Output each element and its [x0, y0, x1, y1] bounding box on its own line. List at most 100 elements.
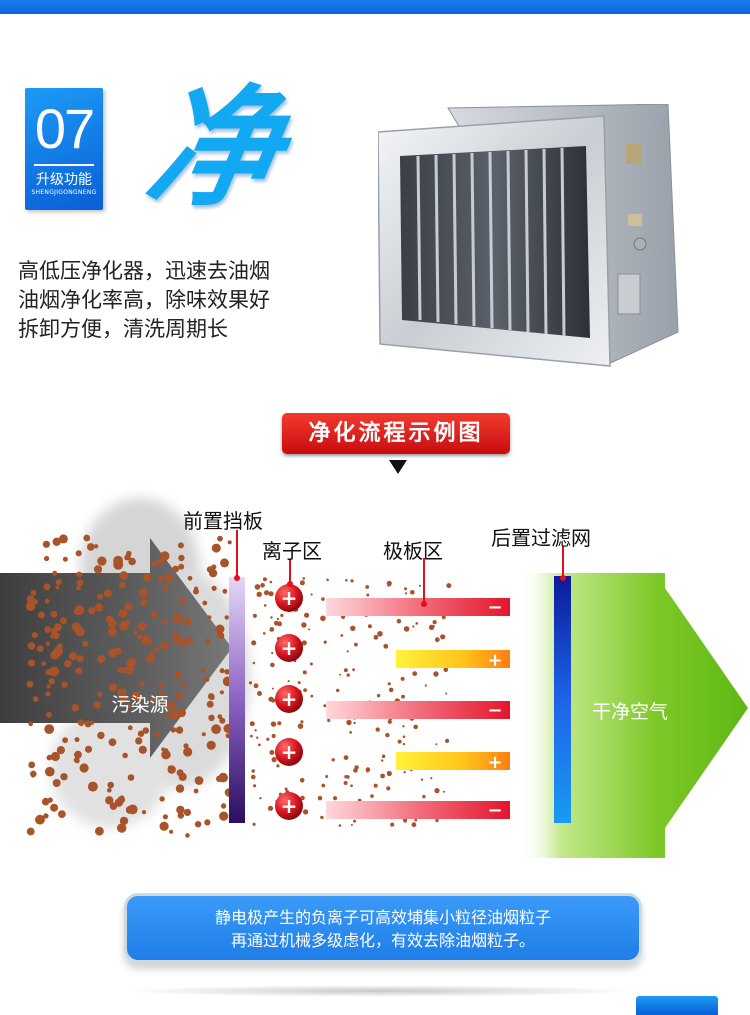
particle: [52, 570, 58, 576]
particle: [74, 737, 80, 743]
feature-number-badge: 07 升级功能 SHENGJIGONGNENG: [25, 88, 103, 210]
particle: [340, 634, 344, 637]
particle: [44, 555, 50, 562]
particle: [157, 576, 164, 582]
particle: [442, 790, 445, 793]
particle: [320, 615, 326, 622]
particle: [401, 694, 405, 699]
particle: [209, 694, 215, 701]
particle: [138, 588, 148, 598]
particle: [302, 670, 307, 675]
clean-air-label: 干净空气: [592, 701, 668, 723]
particle: [271, 651, 274, 655]
particle: [109, 683, 118, 692]
particle: [26, 680, 34, 688]
particle: [271, 757, 277, 763]
particle: [380, 773, 385, 779]
particle: [350, 784, 353, 787]
particle: [161, 619, 167, 625]
particle: [95, 826, 104, 836]
particle: [258, 743, 261, 747]
explanation-line: 静电极产生的负离子可高效埔集小粒径油烟粒子: [214, 908, 551, 927]
particle: [413, 724, 419, 730]
particle: [124, 603, 133, 611]
particle: [302, 809, 309, 815]
particle: [325, 775, 329, 778]
particle: [105, 615, 114, 624]
particle: [383, 643, 389, 649]
particle: [36, 645, 44, 653]
particle: [435, 818, 439, 823]
particle: [83, 534, 91, 542]
particle: [169, 829, 174, 834]
particle: [259, 797, 262, 800]
particle: [310, 694, 314, 698]
particle: [172, 565, 180, 573]
particle: [431, 624, 435, 628]
plus-sign: +: [281, 687, 298, 711]
particle: [179, 640, 186, 647]
particle: [42, 540, 51, 548]
particle: [432, 620, 437, 625]
particle: [403, 626, 410, 632]
particle: [45, 669, 52, 676]
particle: [349, 731, 352, 734]
particle: [412, 671, 418, 676]
particle: [175, 726, 184, 734]
particle: [120, 667, 127, 674]
particle: [140, 598, 148, 607]
particle: [30, 589, 37, 596]
particle: [365, 585, 370, 589]
particle: [224, 669, 230, 675]
particle: [336, 688, 340, 693]
particle: [151, 611, 158, 618]
ion-ball: [275, 685, 303, 713]
particle: [139, 681, 145, 687]
particle: [434, 637, 440, 643]
particle: [339, 673, 342, 676]
particle: [387, 582, 391, 587]
particle: [143, 573, 152, 582]
particle: [97, 593, 103, 600]
particle: [183, 617, 192, 626]
next-section-badge: [636, 996, 718, 1015]
particle: [250, 734, 253, 738]
particle: [352, 668, 355, 672]
particle: [388, 687, 394, 693]
particle: [300, 720, 304, 724]
particle: [175, 784, 185, 793]
plus-sign: +: [281, 586, 298, 610]
particle: [87, 781, 98, 792]
particle: [346, 673, 350, 677]
particle: [54, 623, 62, 631]
particle: [205, 638, 211, 644]
particle: [397, 739, 402, 744]
particle: [373, 634, 379, 640]
plus-sign: +: [487, 752, 502, 773]
particle: [284, 787, 288, 791]
particle: [183, 747, 193, 757]
particle: [333, 796, 338, 801]
particle: [309, 662, 313, 666]
particle: [169, 709, 180, 720]
particle: [127, 804, 138, 815]
particle: [376, 693, 381, 698]
particle: [58, 810, 66, 818]
particle: [138, 745, 147, 754]
plus-sign: +: [487, 650, 502, 671]
particle: [50, 751, 61, 762]
particle: [301, 640, 307, 646]
particle: [105, 796, 114, 805]
particle: [159, 683, 165, 688]
particle: [331, 758, 335, 762]
particle: [46, 711, 52, 718]
clean-air-arrow: [520, 573, 748, 858]
particle: [403, 771, 406, 774]
plus-sign: +: [281, 794, 298, 818]
particle: [441, 615, 446, 620]
particle: [443, 667, 449, 673]
particle: [299, 580, 305, 586]
particle: [109, 802, 118, 810]
particle: [108, 648, 118, 658]
particle: [43, 813, 49, 819]
